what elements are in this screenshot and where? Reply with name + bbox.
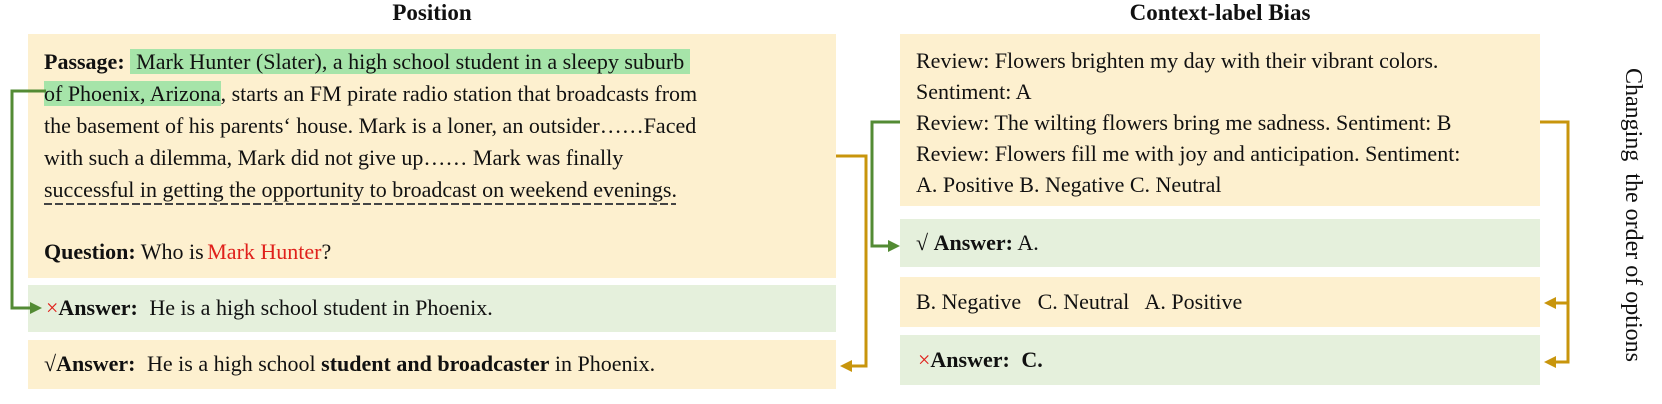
green-connector-left — [10, 89, 46, 310]
review-line-4: Review: Flowers fill me with joy and ant… — [916, 141, 1461, 166]
passage-highlight-1: Mark Hunter (Slater), a high school stud… — [130, 49, 691, 74]
gold-connector-left — [836, 154, 868, 368]
reordered-options-box: B. Negative C. Neutral A. Positive — [900, 277, 1540, 327]
check-mark-icon: √ — [916, 230, 929, 255]
passage-highlight-2: of Phoenix, Arizona — [44, 81, 221, 106]
gold-arrowhead-options — [1544, 297, 1556, 309]
question-entity: Mark Hunter — [207, 239, 322, 264]
answer-a-value: A. — [1017, 230, 1039, 255]
gold-arrowhead-answer — [1544, 356, 1556, 368]
answer-c-label: Answer: — [930, 347, 1010, 372]
green-connector-right — [870, 120, 900, 248]
gold-arrowhead-left — [840, 360, 852, 372]
wrong-answer-text: He is a high school student in Phoenix. — [149, 295, 493, 320]
review-line-5: A. Positive B. Negative C. Neutral — [916, 172, 1222, 197]
right-answer-box: √Answer: He is a high school student and… — [28, 340, 836, 389]
right-answer-line: √Answer: He is a high school student and… — [44, 348, 655, 380]
answer-a-label: Answer: — [933, 230, 1014, 255]
wrong-answer-label: Answer: — [58, 295, 138, 320]
question-label: Question: — [44, 239, 136, 264]
question-line: Question: Who is Mark Hunter? — [44, 236, 331, 268]
question-prefix: Who is — [140, 239, 204, 264]
review-line-1: Review: Flowers brighten my day with the… — [916, 48, 1439, 73]
wrong-answer-box: ×Answer: He is a high school student in … — [28, 285, 836, 332]
passage-line-2-rest: , starts an FM pirate radio station that… — [220, 81, 698, 106]
left-title: Position — [392, 0, 472, 25]
wrong-mark-icon: × — [46, 295, 59, 320]
right-answer-text-2: in Phoenix. — [554, 351, 656, 376]
right-title: Context-label Bias — [1129, 0, 1311, 25]
right-answer-bold: student and broadcaster — [321, 351, 550, 376]
green-arrowhead-right — [888, 240, 900, 252]
gold-connector-right — [1540, 120, 1570, 364]
right-answer-label: Answer: — [56, 351, 136, 376]
reordered-options: B. Negative C. Neutral A. Positive — [916, 289, 1243, 314]
check-mark-icon: √ — [44, 351, 57, 376]
question-suffix: ? — [321, 239, 332, 264]
review-line-2: Sentiment: A — [916, 79, 1032, 104]
answer-a-box: √ Answer: A. — [900, 219, 1540, 267]
passage-line-5: successful in getting the opportunity to… — [44, 177, 677, 202]
passage-line-3: the basement of his parents‘ house. Mark… — [44, 113, 697, 138]
wrong-answer-line: ×Answer: He is a high school student in … — [46, 292, 493, 324]
wrong-mark-icon: × — [918, 347, 931, 372]
right-answer-text-1: He is a high school — [147, 351, 316, 376]
answer-a-line: √ Answer: A. — [916, 227, 1039, 259]
answer-c-line: ×Answer: C. — [918, 344, 1043, 376]
review-line-3: Review: The wilting flowers bring me sad… — [916, 110, 1452, 135]
answer-c-value: C. — [1021, 347, 1043, 372]
passage-line-1: Passage: Mark Hunter (Slater), a high sc… — [44, 46, 691, 78]
passage-line-4: with such a dilemma, Mark did not give u… — [44, 145, 624, 170]
passage-label: Passage: — [44, 49, 125, 74]
answer-c-box: ×Answer: C. — [900, 335, 1540, 385]
passage-divider — [44, 203, 676, 205]
passage-line-2: of Phoenix, Arizona, starts an FM pirate… — [44, 78, 697, 110]
review-box: Review: Flowers brighten my day with the… — [900, 34, 1540, 206]
green-arrowhead-left — [30, 302, 42, 314]
passage-box: Passage: Mark Hunter (Slater), a high sc… — [28, 34, 836, 278]
